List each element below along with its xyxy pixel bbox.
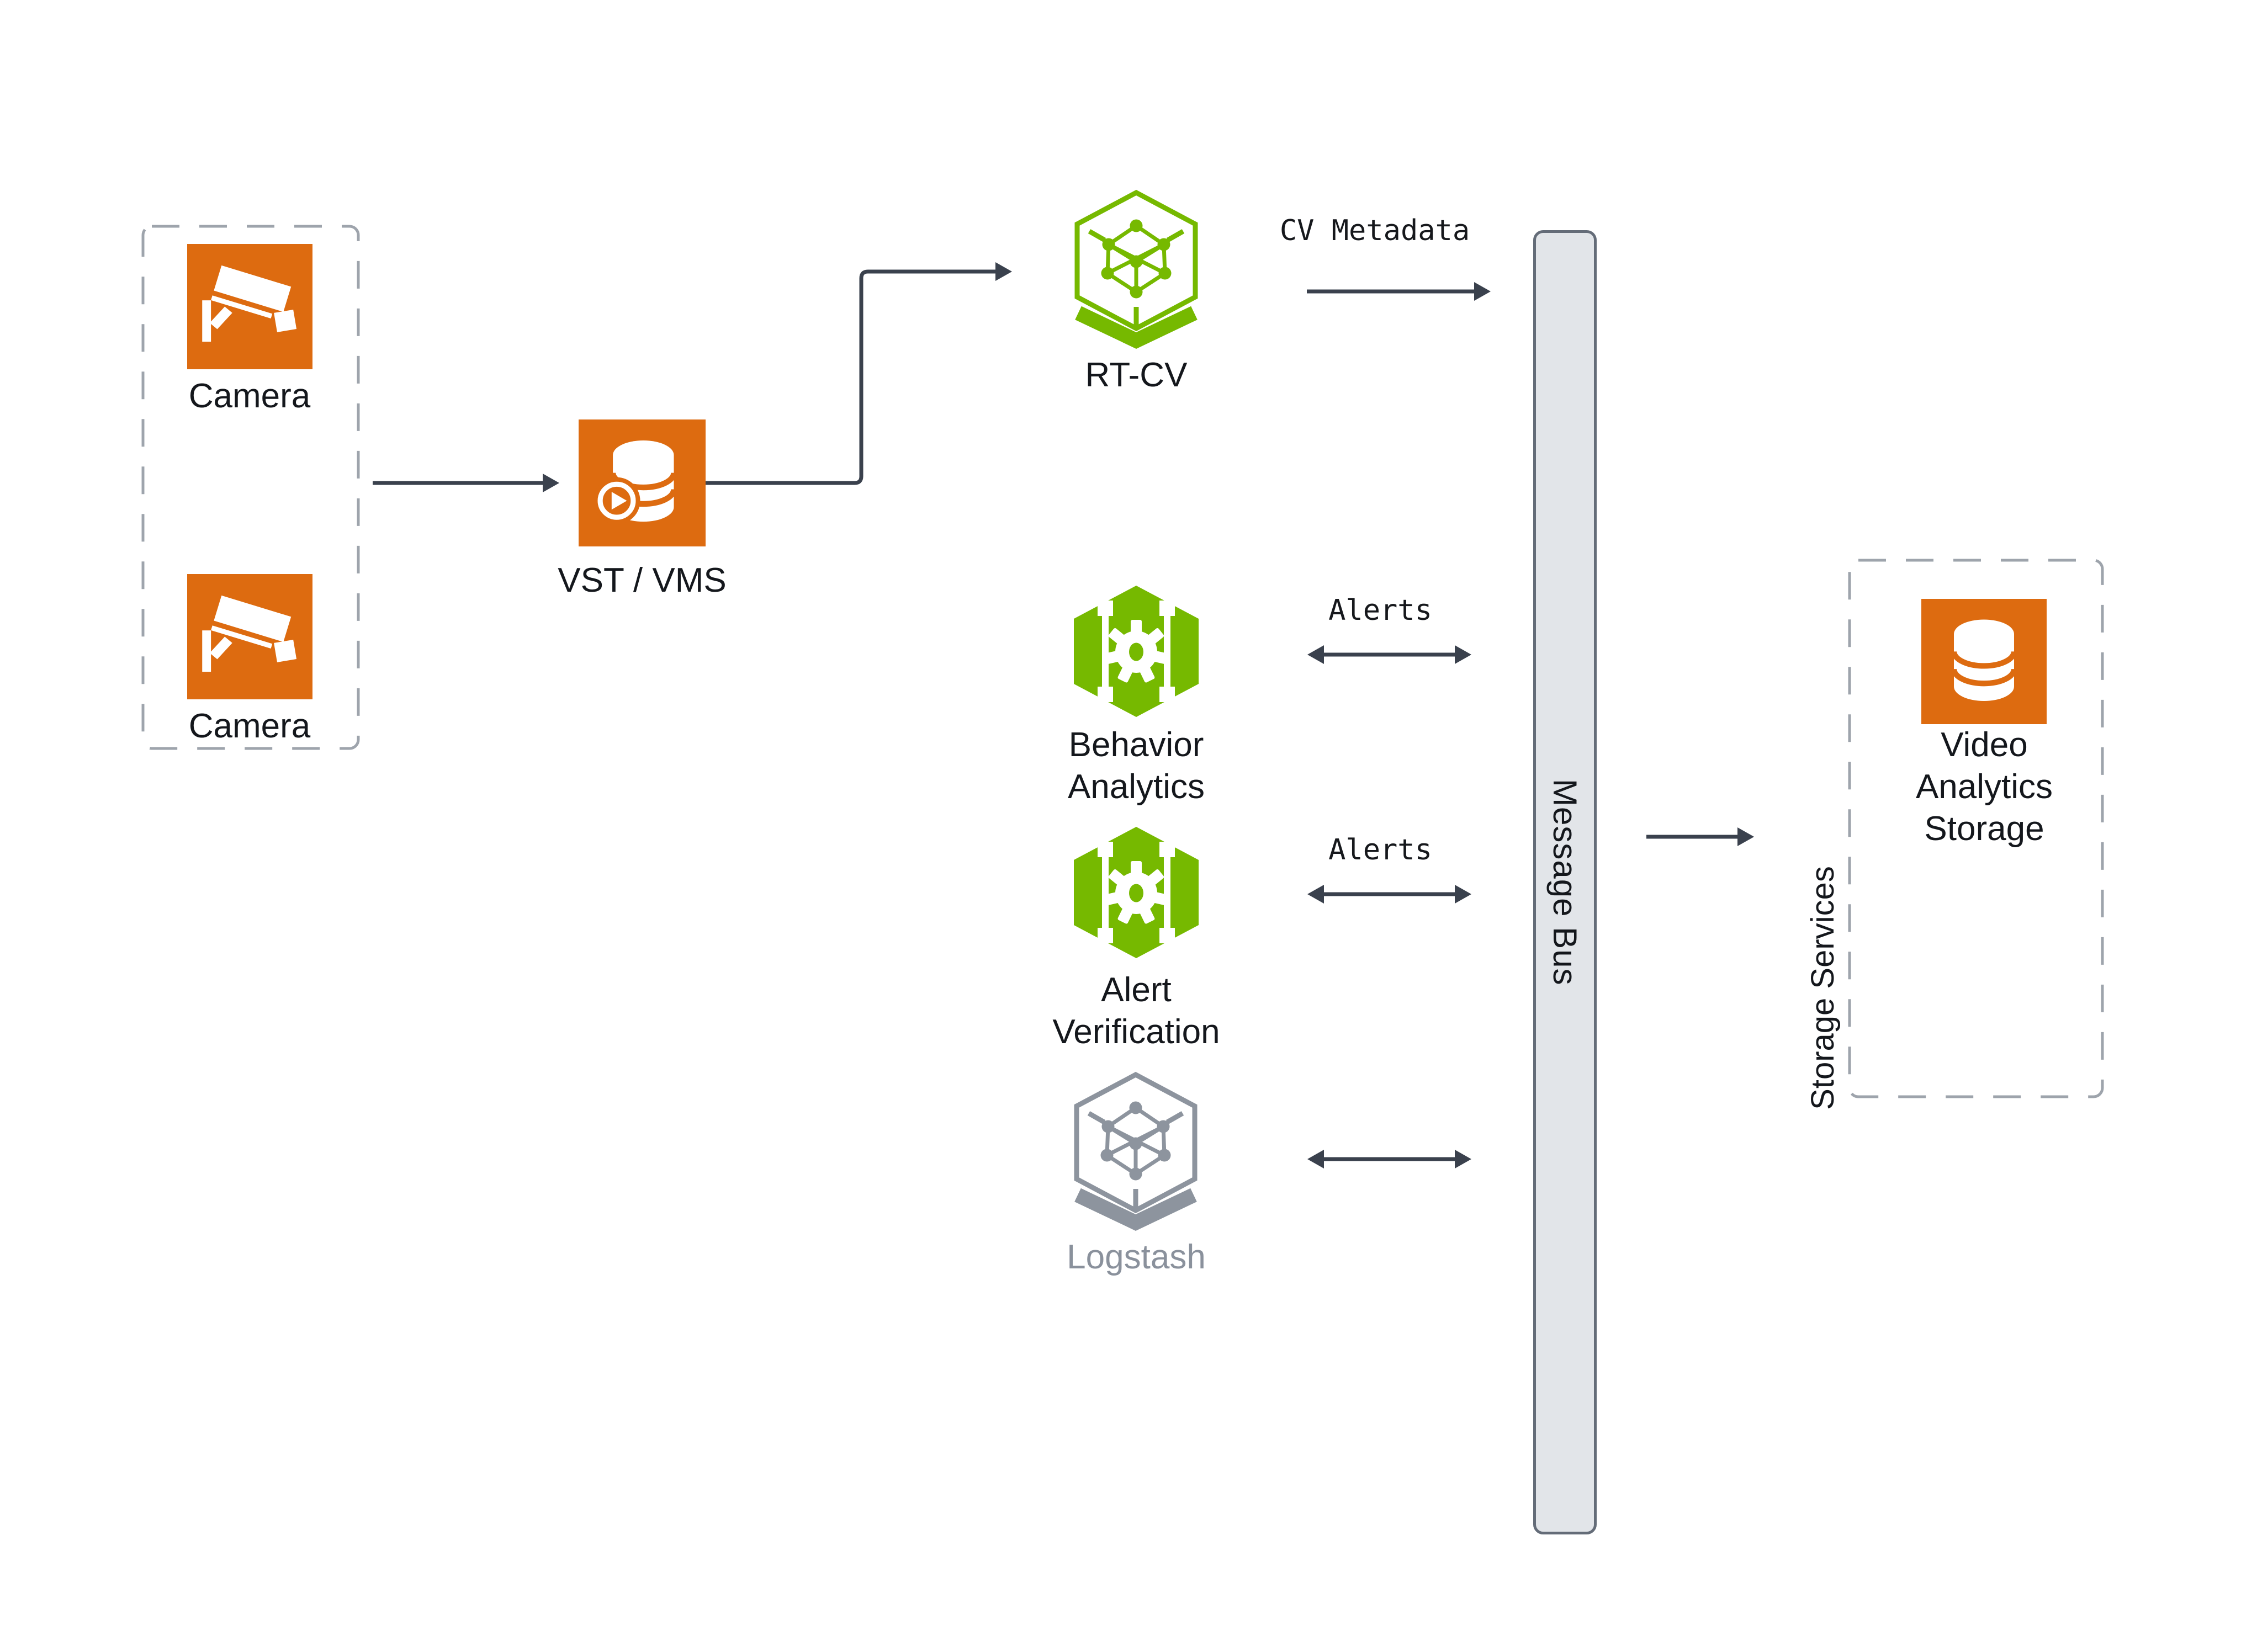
cv-metadata-edge-label: CV Metadata: [1279, 214, 1470, 247]
storage-services-label: Storage Services: [1805, 866, 1841, 1110]
message-bus: Message Bus: [1533, 230, 1597, 1534]
video-analytics-storage-icon: [1921, 599, 2047, 724]
alerts-edge-label-1: Alerts: [1328, 594, 1432, 627]
camera-group-dashed-box: [141, 225, 360, 750]
alert-verification-gear-icon: [1074, 827, 1199, 958]
arrow-alerts-behavior: [1307, 645, 1471, 664]
video-analytics-storage-label: Video Analytics Storage: [1915, 726, 2053, 848]
arrow-alerts-verification: [1307, 885, 1471, 904]
logstash-nim-icon: [1074, 1071, 1198, 1231]
rtcv-label: RT-CV: [1085, 356, 1188, 394]
vst-vms-label: VST / VMS: [558, 561, 727, 599]
arrow-bus-to-storage: [1646, 827, 1754, 846]
alerts-edge-label-2: Alerts: [1328, 833, 1432, 867]
arrow-logstash-bus: [1307, 1150, 1471, 1168]
camera-label-2: Camera: [188, 707, 311, 745]
camera-icon: [187, 574, 312, 699]
alert-verification-label: Alert Verification: [1052, 971, 1220, 1051]
rtcv-nim-icon: [1074, 189, 1198, 349]
behavior-analytics-label: Behavior Analytics: [1067, 726, 1205, 806]
camera-label-1: Camera: [188, 377, 311, 415]
vst-vms-icon: [579, 419, 706, 546]
message-bus-label: Message Bus: [1546, 779, 1583, 986]
arrow-vst-to-rtcv: [688, 262, 1012, 485]
camera-icon: [187, 244, 312, 369]
behavior-analytics-gear-icon: [1074, 586, 1199, 717]
logstash-label: Logstash: [1067, 1238, 1206, 1276]
storage-group-dashed-box: [1848, 559, 2104, 1098]
arrow-cv-metadata: [1307, 282, 1491, 301]
arrow-cameras-to-vst: [373, 474, 559, 492]
